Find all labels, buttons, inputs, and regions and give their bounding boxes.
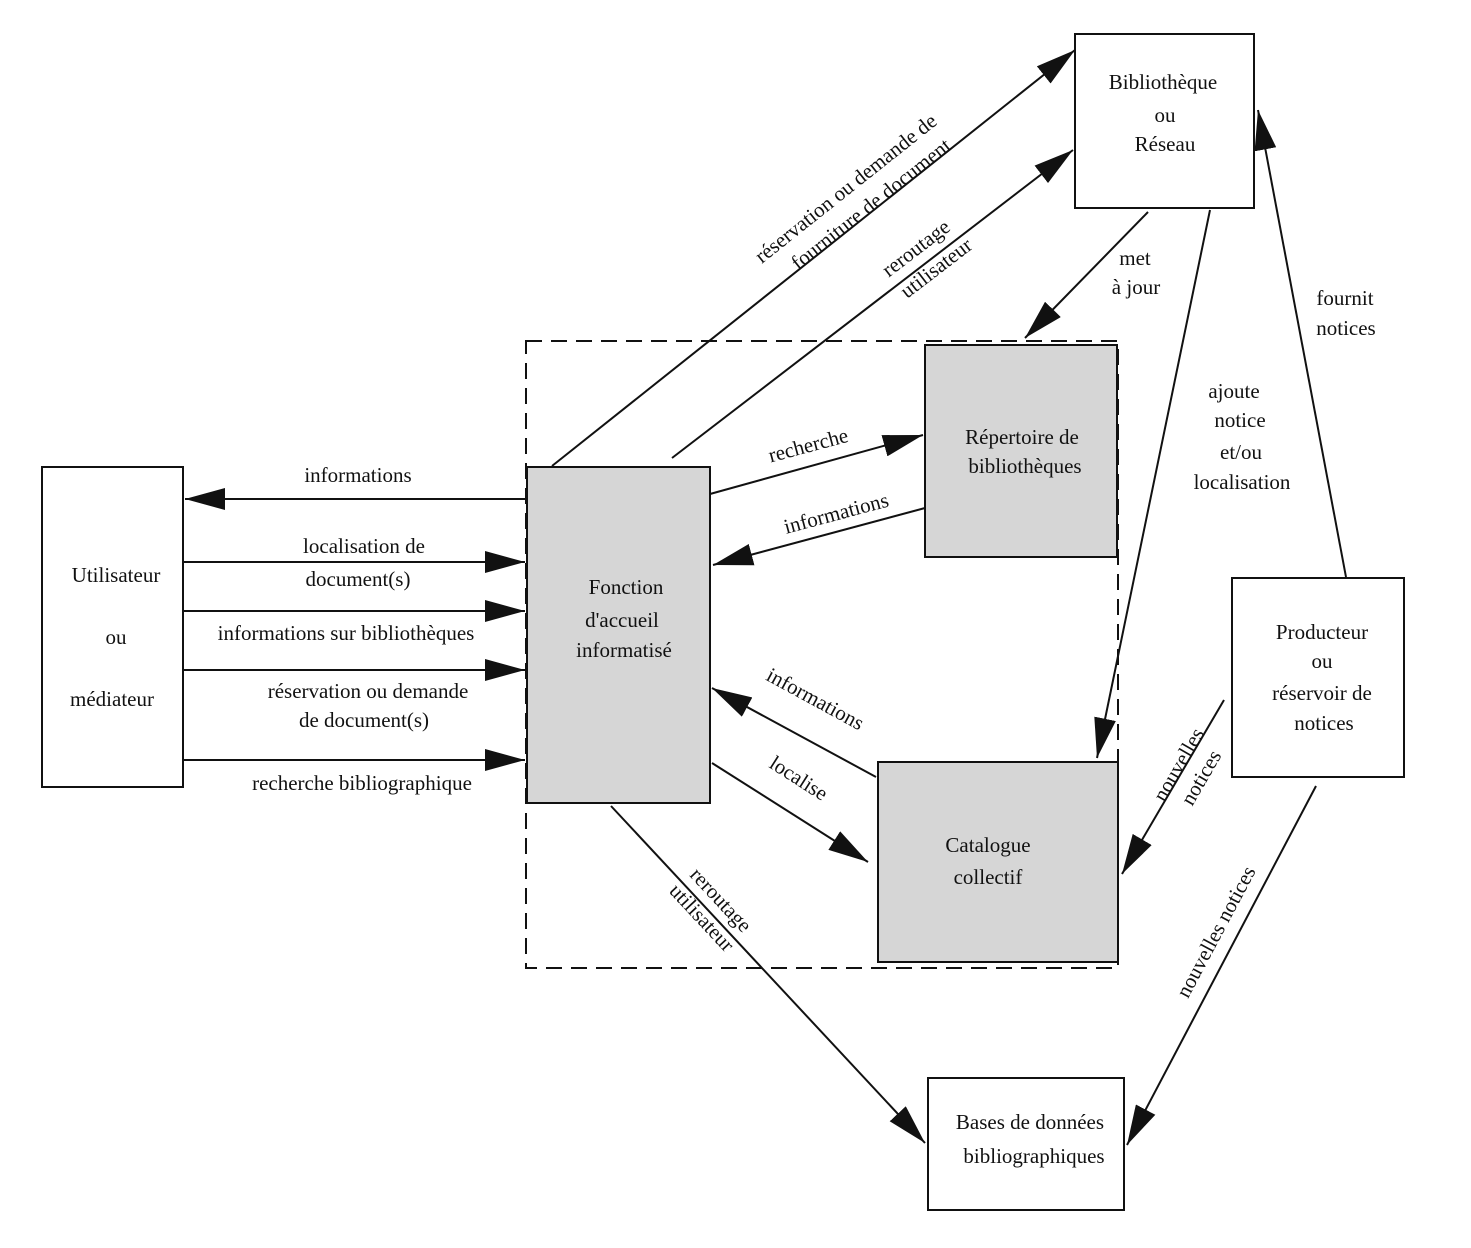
svg-text:localisation de: localisation de [303, 534, 425, 558]
svg-text:notices: notices [1294, 711, 1353, 735]
node-fonction-accueil: Fonction d'accueil informatisé [526, 466, 711, 804]
svg-text:réservoir de: réservoir de [1272, 681, 1372, 705]
node-bibliotheque: Bibliothèque ou Réseau [1074, 33, 1255, 209]
node-utilisateur: Utilisateur ou médiateur [41, 466, 184, 788]
arrow-recherche [709, 434, 924, 495]
arrow-ajoute-notice [1094, 209, 1211, 759]
svg-text:bibliothèques: bibliothèques [968, 454, 1081, 478]
svg-text:localisation: localisation [1194, 470, 1291, 494]
arrow-nouvelles-notices-bases [1126, 785, 1317, 1146]
svg-text:Catalogue: Catalogue [945, 833, 1030, 857]
node-repertoire: Répertoire de bibliothèques [924, 344, 1118, 558]
svg-text:collectif: collectif [954, 865, 1023, 889]
svg-text:d'accueil: d'accueil [585, 608, 659, 632]
svg-text:ou: ou [1312, 649, 1334, 673]
svg-text:informations: informations [304, 463, 411, 487]
svg-text:recherche bibliographique: recherche bibliographique [252, 771, 472, 795]
svg-text:réservation ou demande: réservation ou demande [268, 679, 469, 703]
node-catalogue: Catalogue collectif [877, 761, 1119, 963]
svg-text:de document(s): de document(s) [299, 708, 429, 732]
arrow-informations-repertoire [712, 507, 926, 566]
svg-text:à jour: à jour [1112, 275, 1160, 299]
svg-text:Répertoire de: Répertoire de [965, 425, 1079, 449]
svg-text:informations sur bibliothèques: informations sur bibliothèques [218, 621, 475, 645]
svg-text:ou: ou [106, 625, 128, 649]
svg-text:fournit: fournit [1316, 286, 1373, 310]
svg-text:Utilisateur: Utilisateur [72, 563, 161, 587]
svg-text:bibliographiques: bibliographiques [963, 1144, 1104, 1168]
svg-text:Bibliothèque: Bibliothèque [1109, 70, 1218, 94]
svg-text:notice: notice [1214, 408, 1265, 432]
svg-text:notices: notices [1316, 316, 1375, 340]
arrow-localise [711, 762, 869, 863]
node-bases: Bases de données bibliographiques [927, 1077, 1125, 1211]
arrow-reroutage-bases [610, 805, 926, 1144]
arrow-fournit-notices [1254, 109, 1347, 578]
svg-text:recherche: recherche [766, 423, 851, 467]
svg-text:document(s): document(s) [306, 567, 411, 591]
node-producteur: Producteur ou réservoir de notices [1231, 577, 1405, 778]
svg-text:Producteur: Producteur [1276, 620, 1368, 644]
svg-text:Fonction: Fonction [589, 575, 664, 599]
svg-text:Réseau: Réseau [1135, 132, 1196, 156]
arrow-met-a-jour [1024, 211, 1149, 339]
svg-text:médiateur: médiateur [70, 687, 154, 711]
arrow-reroutage-bibliotheque [671, 149, 1074, 459]
svg-text:informatisé: informatisé [576, 638, 672, 662]
svg-text:met: met [1119, 246, 1151, 270]
arrow-nouvelles-notices-catalogue [1121, 699, 1225, 875]
svg-text:localise: localise [765, 751, 832, 806]
svg-text:et/ou: et/ou [1220, 440, 1262, 464]
svg-text:Bases de données: Bases de données [956, 1110, 1104, 1134]
svg-text:ajoute: ajoute [1208, 379, 1259, 403]
arrow-reservation-bibliotheque [551, 49, 1076, 467]
svg-text:ou: ou [1155, 103, 1177, 127]
arrow-informations-catalogue [711, 687, 877, 778]
svg-text:nouvelles notices: nouvelles notices [1171, 862, 1260, 1001]
